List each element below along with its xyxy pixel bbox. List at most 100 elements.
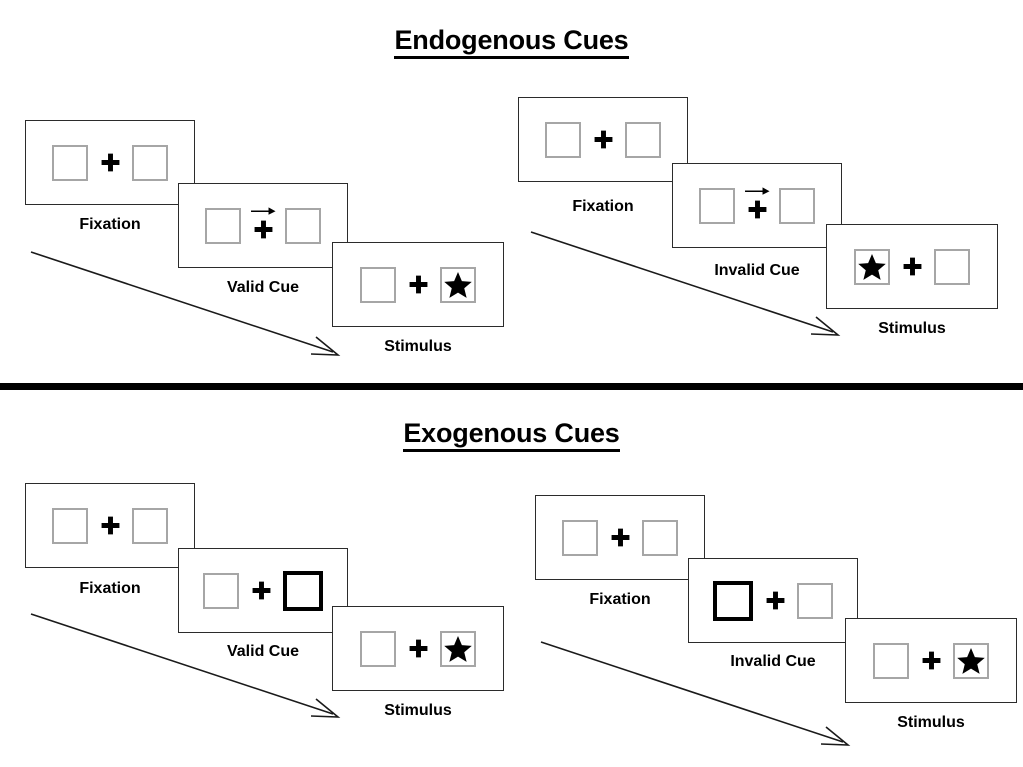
panel-fixation[interactable] xyxy=(535,495,705,580)
left-box xyxy=(360,266,396,303)
left-box xyxy=(52,144,88,181)
center-cue xyxy=(598,516,642,560)
plus-icon xyxy=(101,516,119,535)
section-title-endogenous-text: Endogenous Cues xyxy=(394,25,629,60)
left-box xyxy=(360,630,396,667)
star-icon xyxy=(444,635,472,662)
panel-stimulus[interactable] xyxy=(826,224,998,309)
right-box xyxy=(779,187,815,224)
center-cue xyxy=(241,204,285,248)
panel-caption: Stimulus xyxy=(384,338,452,355)
panel-fixation[interactable] xyxy=(25,120,195,205)
timeline-arrow-icon xyxy=(540,641,851,746)
center-cue xyxy=(890,245,934,289)
star-icon xyxy=(858,253,886,280)
left-box-cued xyxy=(713,580,753,621)
panel-stimulus[interactable] xyxy=(332,606,504,691)
right-box xyxy=(934,248,970,285)
section-title-endogenous: Endogenous Cues xyxy=(0,25,1023,60)
panel-content xyxy=(179,549,347,632)
panel-content xyxy=(827,225,997,308)
panel-content xyxy=(689,559,857,642)
right-box xyxy=(440,266,476,303)
panel-stimulus[interactable] xyxy=(332,242,504,327)
star-icon xyxy=(444,271,472,298)
plus-icon xyxy=(101,153,119,172)
panel-content xyxy=(179,184,347,267)
right-box xyxy=(953,642,989,679)
plus-icon xyxy=(594,130,612,149)
center-cue xyxy=(239,569,283,613)
left-box xyxy=(562,519,598,556)
right-box xyxy=(285,207,321,244)
panel-invalid-cue[interactable] xyxy=(672,163,842,248)
center-cue xyxy=(735,184,779,228)
panel-caption: Fixation xyxy=(79,216,141,233)
left-box xyxy=(203,572,239,609)
arrow-right-icon xyxy=(745,186,770,195)
panel-content xyxy=(333,607,503,690)
center-cue xyxy=(396,627,440,671)
center-cue xyxy=(396,263,440,307)
panel-caption: Fixation xyxy=(79,580,141,597)
plus-icon xyxy=(903,257,921,276)
plus-icon xyxy=(409,275,427,294)
right-box xyxy=(642,519,678,556)
right-box xyxy=(797,582,833,619)
right-box xyxy=(132,144,168,181)
panel-valid-cue[interactable] xyxy=(178,183,348,268)
panel-fixation[interactable] xyxy=(25,483,195,568)
section-title-exogenous-text: Exogenous Cues xyxy=(403,418,620,453)
panel-content xyxy=(519,98,687,181)
panel-caption: Invalid Cue xyxy=(714,262,800,279)
center-cue xyxy=(581,118,625,162)
panel-content xyxy=(26,121,194,204)
timeline-arrow-icon xyxy=(530,231,841,336)
panel-content xyxy=(536,496,704,579)
plus-icon xyxy=(748,200,766,218)
panel-content xyxy=(333,243,503,326)
center-cue xyxy=(909,639,953,683)
right-box-cued xyxy=(283,570,323,611)
center-cue xyxy=(753,579,797,623)
panel-caption: Valid Cue xyxy=(226,279,300,296)
panel-caption: Stimulus xyxy=(384,702,452,719)
arrow-right-icon xyxy=(251,206,276,215)
section-exogenous: Exogenous Cues Fixation xyxy=(0,0,1023,746)
panel-content xyxy=(26,484,194,567)
left-box xyxy=(545,121,581,158)
section-divider xyxy=(0,383,1023,390)
right-box xyxy=(440,630,476,667)
panel-valid-cue[interactable] xyxy=(178,548,348,633)
panel-invalid-cue[interactable] xyxy=(688,558,858,643)
section-title-exogenous: Exogenous Cues xyxy=(0,418,1023,453)
plus-icon xyxy=(922,651,940,670)
panel-fixation[interactable] xyxy=(518,97,688,182)
plus-icon xyxy=(766,591,784,610)
panel-caption: Fixation xyxy=(572,198,634,215)
left-box xyxy=(205,207,241,244)
star-icon xyxy=(957,647,985,674)
timeline-arrow-icon xyxy=(30,613,341,718)
plus-icon xyxy=(409,639,427,658)
right-box xyxy=(625,121,661,158)
panel-content xyxy=(673,164,841,247)
panel-caption: Valid Cue xyxy=(226,643,300,660)
plus-icon xyxy=(611,528,629,547)
panel-caption: Invalid Cue xyxy=(730,653,816,670)
panel-caption: Stimulus xyxy=(878,320,946,337)
panel-caption: Fixation xyxy=(589,591,651,608)
panel-stimulus[interactable] xyxy=(845,618,1017,703)
center-cue xyxy=(88,141,132,185)
right-box xyxy=(132,507,168,544)
left-box xyxy=(699,187,735,224)
left-box xyxy=(854,248,890,285)
timeline-arrow-icon xyxy=(30,251,341,356)
section-endogenous: Endogenous Cues Fixation xyxy=(0,25,1023,356)
panel-caption: Stimulus xyxy=(897,714,965,731)
panel-content xyxy=(846,619,1016,702)
left-box xyxy=(873,642,909,679)
plus-icon xyxy=(252,581,270,600)
plus-icon xyxy=(254,220,272,238)
center-cue xyxy=(88,504,132,548)
